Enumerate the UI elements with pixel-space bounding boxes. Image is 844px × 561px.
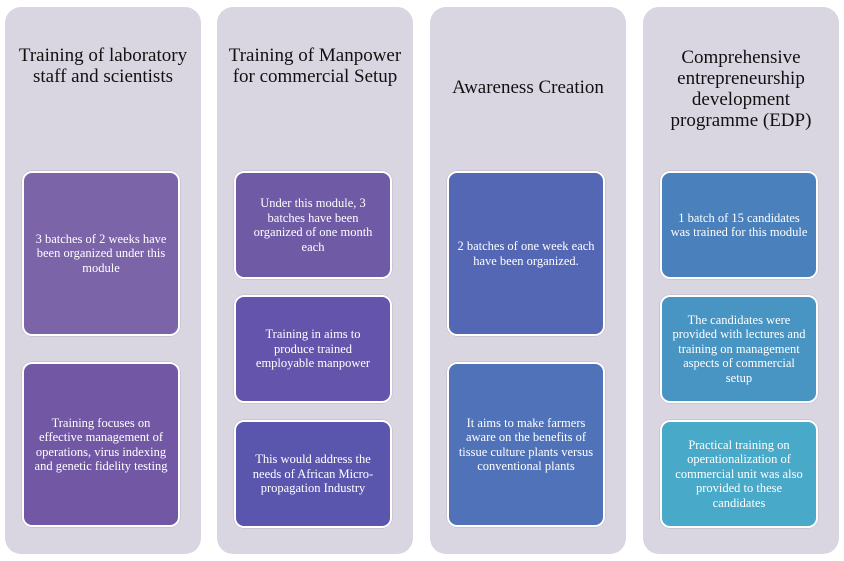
info-box-text: Under this module, 3 batches have been o… (253, 196, 373, 254)
info-box-text: Training in aims to produce trained empl… (255, 327, 371, 371)
column-edp: Comprehensive entrepreneurship developme… (643, 7, 839, 554)
column-title-text: Comprehensive entrepreneurship developme… (670, 47, 812, 131)
info-box-text: The candidates were provided with lectur… (672, 312, 806, 385)
info-box-text: 2 batches of one week each have been org… (457, 239, 595, 268)
column-awareness-creation: Awareness Creation 2 batches of one week… (430, 7, 626, 554)
info-box: Practical training on operationalization… (660, 420, 818, 528)
info-box-text: This would address the needs of African … (252, 452, 374, 496)
info-box-text: 3 batches of 2 weeks have been organized… (35, 231, 167, 275)
info-box-text: It aims to make farmers aware on the ben… (458, 415, 594, 474)
info-box: The candidates were provided with lectur… (660, 295, 818, 403)
info-box: Training in aims to produce trained empl… (234, 295, 392, 403)
info-box: Training focuses on effective management… (22, 362, 180, 527)
column-title: Awareness Creation (436, 77, 620, 197)
info-box: 3 batches of 2 weeks have been organized… (22, 171, 180, 336)
info-box: 2 batches of one week each have been org… (447, 171, 605, 336)
info-box: 1 batch of 15 candidates was trained for… (660, 171, 818, 279)
column-title: Training of Manpower for commercial Setu… (223, 45, 407, 165)
info-box-text: 1 batch of 15 candidates was trained for… (670, 210, 808, 240)
column-title-text: Training of laboratory staff and scienti… (18, 45, 188, 87)
info-box-text: Practical training on operationalization… (675, 437, 803, 510)
column-title-text: Training of Manpower for commercial Setu… (228, 45, 402, 87)
info-box: It aims to make farmers aware on the ben… (447, 362, 605, 527)
column-title: Comprehensive entrepreneurship developme… (649, 47, 833, 167)
column-title: Training of laboratory staff and scienti… (11, 45, 195, 165)
info-box-text: Training focuses on effective management… (34, 415, 168, 474)
info-box: This would address the needs of African … (234, 420, 392, 528)
column-manpower-training: Training of Manpower for commercial Setu… (217, 7, 413, 554)
column-lab-staff-training: Training of laboratory staff and scienti… (5, 7, 201, 554)
info-box: Under this module, 3 batches have been o… (234, 171, 392, 279)
column-title-text: Awareness Creation (452, 77, 604, 98)
